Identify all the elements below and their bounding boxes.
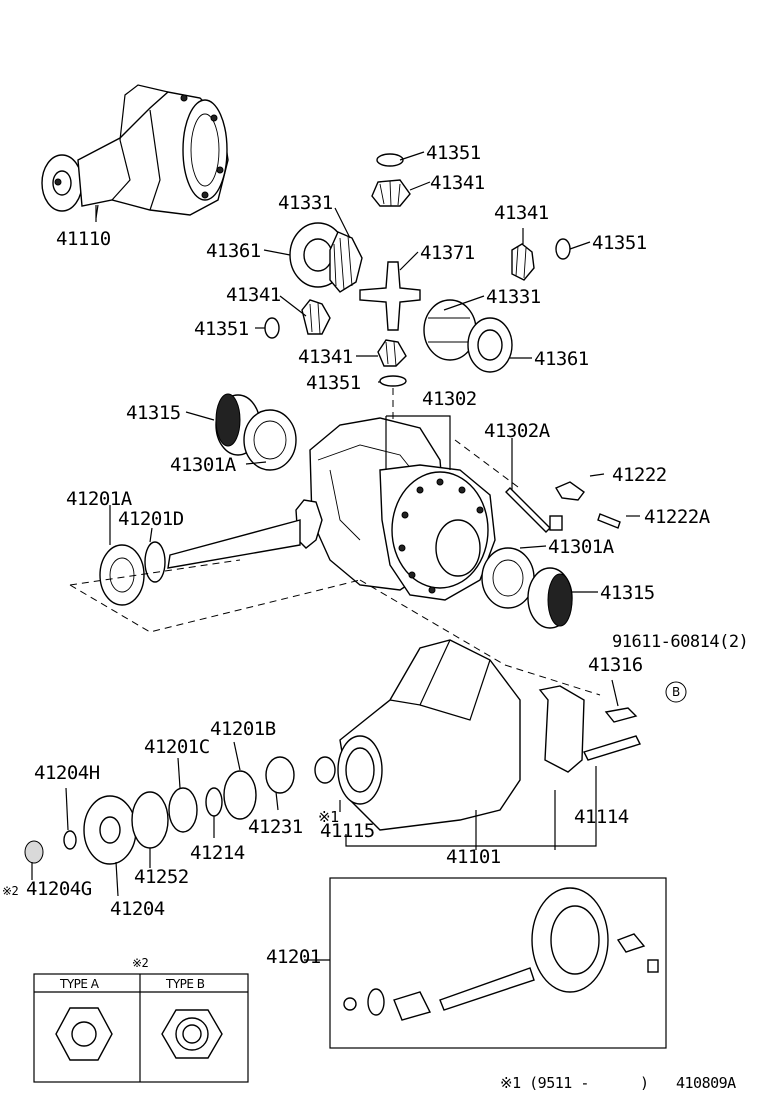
label-41351-b: 41351 xyxy=(592,232,647,254)
label-41201A: 41201A xyxy=(66,488,132,510)
label-41341-a: 41341 xyxy=(430,172,485,194)
diagram-code: 410809A xyxy=(676,1074,736,1092)
label-41361-b: 41361 xyxy=(534,348,589,370)
label-41201C: 41201C xyxy=(144,736,210,758)
label-41204H: 41204H xyxy=(34,762,100,784)
circle-b-marker: B xyxy=(672,685,680,699)
label-41315-a: 41315 xyxy=(126,402,181,424)
label-41301A-a: 41301A xyxy=(170,454,236,476)
carrier-housing-drawing xyxy=(314,639,687,850)
label-91611-60814: 91611-60814(2) xyxy=(612,632,749,652)
pinion-parts-drawing xyxy=(24,756,295,865)
label-41222: 41222 xyxy=(612,464,667,486)
type-b-header: TYPE B xyxy=(166,977,205,991)
label-41351-d: 41351 xyxy=(306,372,361,394)
leader-lines xyxy=(31,151,640,897)
type-table xyxy=(33,973,249,1083)
label-41315-b: 41315 xyxy=(600,582,655,604)
type-table-note: ※2 xyxy=(132,956,149,970)
label-41101: 41101 xyxy=(446,846,501,868)
type-a-header: TYPE A xyxy=(60,977,99,991)
label-41214: 41214 xyxy=(190,842,245,864)
label-41252: 41252 xyxy=(134,866,189,888)
differential-gears-drawing xyxy=(264,153,571,420)
label-41351-c: 41351 xyxy=(194,318,249,340)
label-41201D: 41201D xyxy=(118,508,184,530)
label-41114: 41114 xyxy=(574,806,629,828)
label-41110: 41110 xyxy=(56,228,111,250)
label-41201: 41201 xyxy=(266,946,321,968)
label-41351-a: 41351 xyxy=(426,142,481,164)
label-41302: 41302 xyxy=(422,388,477,410)
label-41341-c: 41341 xyxy=(226,284,281,306)
label-41301A-b: 41301A xyxy=(548,536,614,558)
carrier-assembly-drawing xyxy=(41,84,229,219)
label-41201B: 41201B xyxy=(210,718,276,740)
label-41222A: 41222A xyxy=(644,506,710,528)
label-41204G: 41204G xyxy=(26,878,92,900)
ring-pinion-set-box xyxy=(304,877,667,1049)
label-41316: 41316 xyxy=(588,654,643,676)
label-41361-a: 41361 xyxy=(206,240,261,262)
label-41231: 41231 xyxy=(248,816,303,838)
label-41341-d: 41341 xyxy=(298,346,353,368)
label-41331-b: 41331 xyxy=(486,286,541,308)
label-41341-b: 41341 xyxy=(494,202,549,224)
label-41115: 41115 xyxy=(320,820,375,842)
note-mark-2: ※2 xyxy=(2,884,19,898)
note-mark-1: ※1 xyxy=(318,808,339,826)
label-41371: 41371 xyxy=(420,242,475,264)
label-41204: 41204 xyxy=(110,898,165,920)
label-41302A: 41302A xyxy=(484,420,550,442)
label-41331-a: 41331 xyxy=(278,192,333,214)
differential-case-drawing xyxy=(69,393,621,696)
footer-note: ※1 (9511 - ) xyxy=(500,1074,649,1092)
